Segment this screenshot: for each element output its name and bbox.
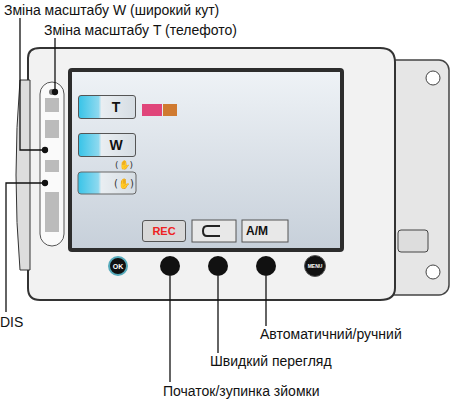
menu-button: MENU <box>304 255 326 277</box>
button-label: OK <box>113 263 124 270</box>
callout-label: Швидкий перегляд <box>210 353 332 369</box>
zoom-tele-button: T <box>78 95 136 119</box>
callout-label: DIS <box>0 314 23 330</box>
callout-label: Автоматичний/ручний <box>260 326 402 342</box>
ok-button: OK <box>108 256 128 276</box>
button-label: T <box>112 99 121 115</box>
button-label: REC <box>152 225 175 237</box>
callout-label: Початок/зупинка зйомки <box>163 383 319 399</box>
button-label: MENU <box>308 263 323 269</box>
mode-icon-text: A/M <box>246 223 268 239</box>
callout-label: Зміна масштабу W (широкий кут) <box>4 2 219 18</box>
rec-button: REC <box>142 220 186 242</box>
zoom-wide-button: W <box>78 133 136 157</box>
callout-label: Зміна масштабу T (телефото) <box>44 22 237 38</box>
svg-text:(✋): (✋) <box>115 159 133 170</box>
svg-text:(✋): (✋) <box>114 177 134 189</box>
button-label: W <box>109 137 122 153</box>
